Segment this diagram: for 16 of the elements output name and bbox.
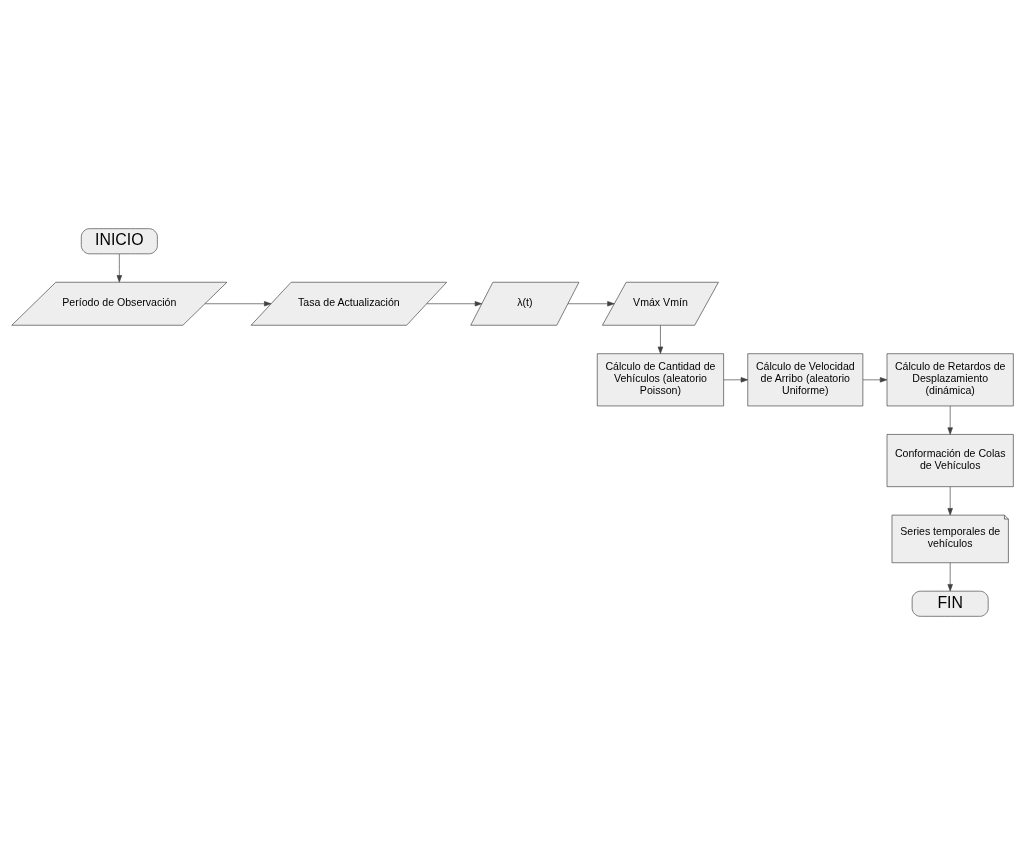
arrow [723,376,748,382]
arrow [947,486,953,515]
arrow [425,300,482,306]
arrow [657,324,663,354]
node-box: INICIO [80,227,158,254]
node-box: Conformación de Colas de Vehículos [886,433,1014,487]
node-box: Cálculo de Retardos de Desplazamiento (dinámica) [886,352,1014,406]
arrow [947,562,953,591]
arrow [204,300,271,306]
arrow [567,300,615,306]
arrow [116,253,122,282]
node-box: Cálculo de Cantidad de Vehículos (aleatorio Poisson) [596,352,724,406]
arrow [947,405,953,435]
arrow [862,376,887,382]
node-box: Cálculo de Velocidad de Arribo (aleatorio Uniforme) [746,352,863,406]
node-box: FIN [911,590,989,617]
